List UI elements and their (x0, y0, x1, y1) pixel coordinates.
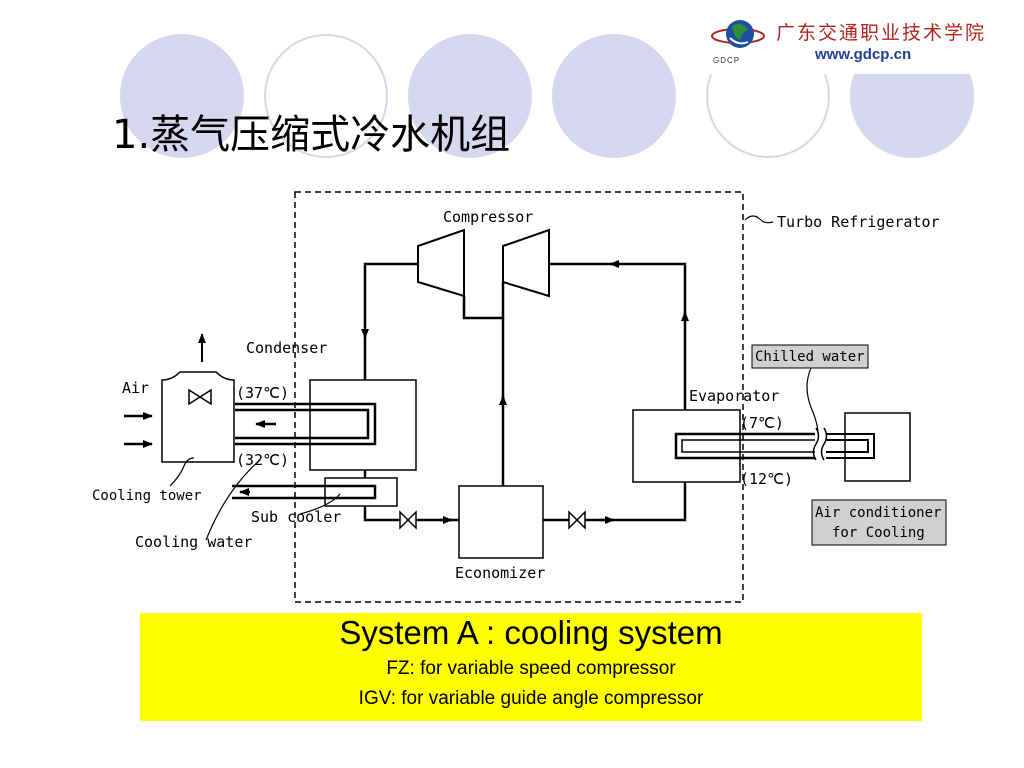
turbo-leader-line (744, 215, 774, 224)
pipe-evaporator-to-compressor (549, 262, 687, 410)
pipe-compressor-to-condenser (363, 262, 418, 380)
air-conditioner-label-line1: Air conditioner (815, 505, 941, 521)
evaporator-coil (674, 432, 815, 460)
evaporator-label: Evaporator (689, 387, 779, 405)
air-conditioner-label-line2: for Cooling (832, 525, 925, 541)
cooling-tower-leader (169, 457, 195, 487)
chilled-water-leader (806, 365, 819, 435)
turbo-refrigerator-boundary (294, 191, 744, 603)
slide-title: 1.蒸气压缩式冷水机组 (112, 112, 511, 158)
caption-line-1: FZ: for variable speed compressor (386, 658, 676, 679)
condenser-box (309, 379, 417, 471)
cooling-tower-fan (188, 388, 212, 406)
chilled-water-loop (826, 433, 875, 459)
air-conditioner-unit (844, 412, 911, 482)
turbo-refrigerator-label: Turbo Refrigerator (777, 213, 940, 231)
institution-logo (708, 14, 1018, 74)
temp-12-label: (12℃) (740, 470, 793, 488)
expansion-valve-1 (399, 510, 417, 530)
caption-title: System A : cooling system (339, 614, 723, 651)
air-conditioner-label-box (811, 499, 947, 546)
economizer-label: Economizer (455, 564, 545, 582)
temp-37-label: (37℃) (236, 384, 289, 402)
evaporator-box (632, 409, 741, 483)
sub-cooler-label: Sub cooler (251, 508, 341, 526)
cooling-water-leader (205, 459, 261, 541)
sub-cooler-coil (232, 484, 377, 500)
decor-circle-3 (408, 34, 532, 158)
caption-line-2: IGV: for variable guide angle compressor (358, 688, 704, 709)
chilled-water-label-box (751, 344, 869, 369)
globe-logo-icon (711, 20, 765, 48)
cooling-tower-label: Cooling tower (92, 488, 202, 504)
evaporator-coil-inner (681, 439, 815, 453)
pipe-subcooler-to-economizer (363, 506, 459, 522)
pipe-stage-link (462, 282, 505, 320)
institution-abbr: GDCP (713, 56, 741, 65)
compressor-stage-2 (502, 228, 550, 298)
decor-circle-1 (120, 34, 244, 158)
sub-cooler-leader (299, 493, 341, 515)
institution-name: 广东交通职业技术学院 (776, 22, 987, 44)
temp-32-label: (32℃) (236, 451, 289, 469)
cooling-water-label: Cooling water (135, 533, 252, 551)
cooling-tower-body (161, 371, 235, 463)
compressor-stage-1 (417, 228, 465, 298)
chilled-water-label: Chilled water (755, 349, 865, 365)
condenser-label: Condenser (246, 339, 327, 357)
pipe-economizer-to-evaporator (543, 482, 687, 522)
institution-url: www.gdcp.cn (815, 46, 912, 63)
temp-7-label: (7℃) (740, 414, 784, 432)
decor-circle-4 (552, 34, 676, 158)
compressor-label: Compressor (443, 208, 533, 226)
economizer-box (458, 485, 544, 559)
decor-circle-2 (264, 34, 388, 158)
expansion-valve-2 (568, 510, 586, 530)
caption-box: System A : cooling system FZ: for variab… (140, 613, 922, 721)
condenser-coil (235, 402, 377, 446)
air-label: Air (122, 379, 149, 397)
sub-cooler-box (324, 477, 398, 507)
pipe-break-2 (820, 427, 828, 461)
